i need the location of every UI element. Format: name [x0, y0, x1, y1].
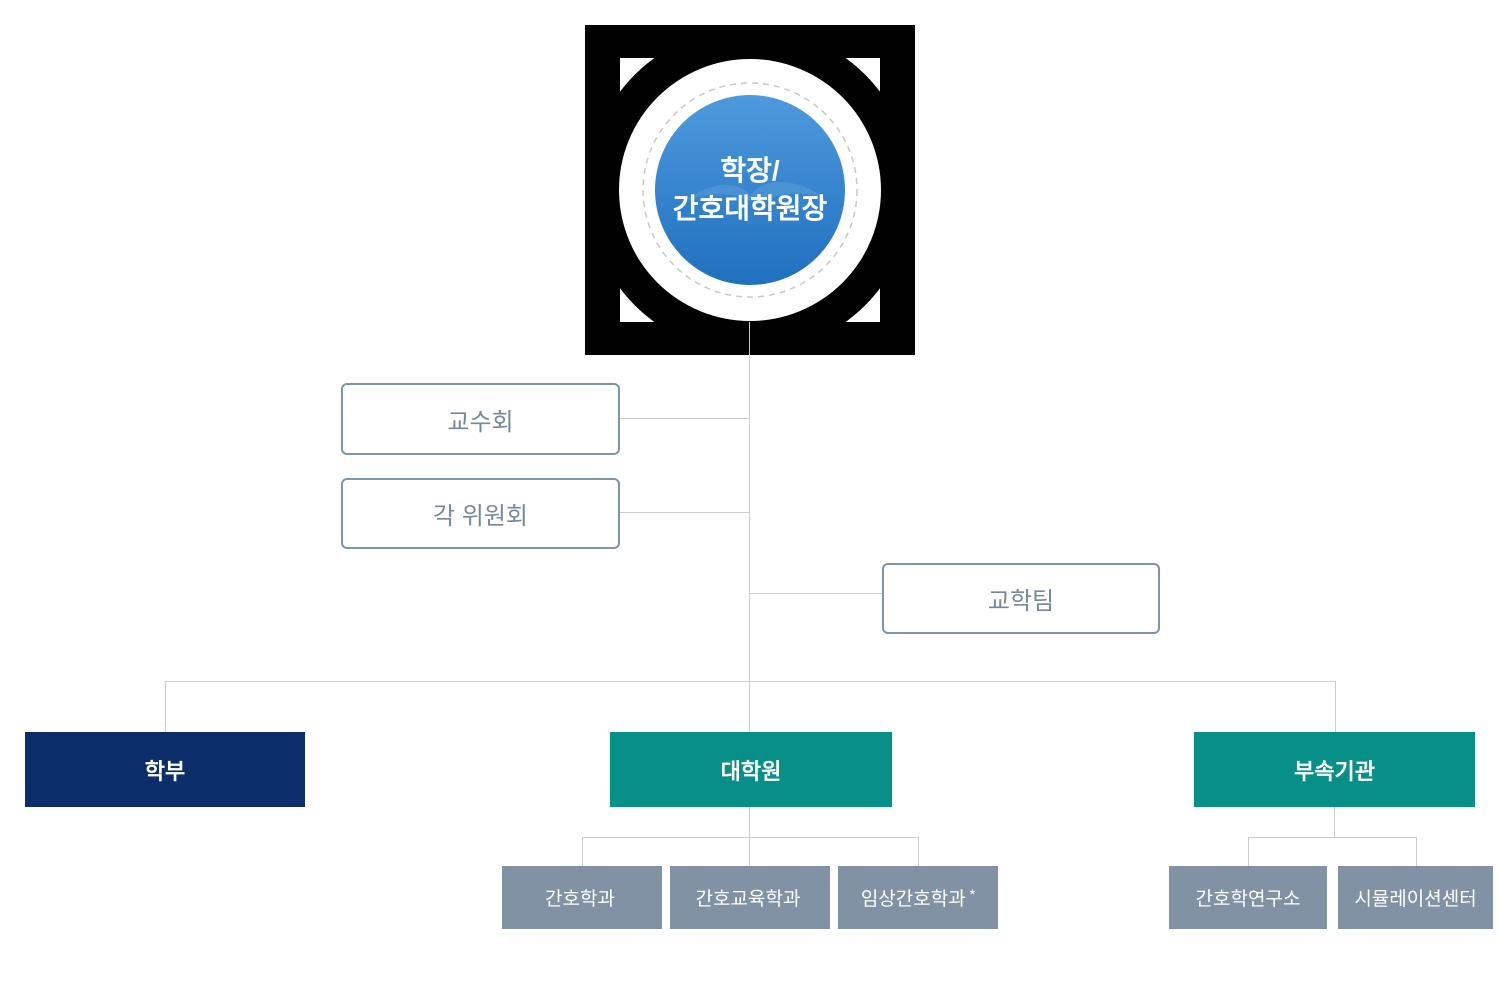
- connector-affiliated-stem: [1334, 807, 1335, 837]
- faculty-council-label: 교수회: [447, 408, 514, 436]
- academic-affairs-team-box: 교학팀: [882, 563, 1160, 634]
- connector-grad-drop-left: [582, 837, 583, 866]
- unit-box-nursing-research-institute: 간호학연구소: [1169, 866, 1327, 929]
- connector-affiliated-drop-left: [1248, 837, 1249, 866]
- connector-grad-drop-right: [918, 837, 919, 866]
- graduate-school-box: 대학원: [610, 732, 892, 807]
- root-label-line2: 간호대학원장: [673, 193, 828, 224]
- committees-box: 각 위원회: [341, 478, 620, 549]
- connector-grad-stem: [749, 807, 750, 866]
- root-label-line1: 학장/: [720, 155, 780, 186]
- connector-academic-team: [749, 593, 882, 594]
- unit-label: 간호학연구소: [1195, 889, 1301, 910]
- faculty-council-box: 교수회: [341, 383, 620, 455]
- dept-box-nursing: 간호학과: [502, 866, 662, 929]
- dept-label: 임상간호학과: [860, 889, 966, 910]
- graduate-school-label: 대학원: [720, 758, 782, 784]
- unit-box-simulation-center: 시뮬레이션센터: [1338, 866, 1493, 929]
- connector-committees: [620, 512, 749, 513]
- connector-main-stem: [749, 322, 750, 732]
- undergraduate-box: 학부: [25, 732, 305, 807]
- connector-drop-undergraduate: [165, 681, 166, 732]
- connector-affiliated-drop-right: [1416, 837, 1417, 866]
- wave-watermark-icon: [680, 182, 823, 205]
- dept-label: 간호학과: [545, 889, 615, 910]
- unit-label: 시뮬레이션센터: [1354, 889, 1477, 910]
- connector-affiliated-horizontal: [1248, 837, 1416, 838]
- dept-box-clinical-nursing: 임상간호학과*: [838, 866, 998, 929]
- connector-grad-horizontal: [582, 837, 918, 838]
- dean-emblem: 학장/ 간호대학원장: [585, 25, 915, 355]
- committees-label: 각 위원회: [433, 503, 528, 530]
- connector-drop-affiliated: [1335, 681, 1336, 732]
- emblem-dashed-ring: [642, 82, 858, 298]
- dept-box-nursing-education: 간호교육학과: [670, 866, 830, 929]
- affiliated-org-label: 부속기관: [1294, 758, 1375, 784]
- affiliated-org-box: 부속기관: [1194, 732, 1475, 807]
- connector-divisions-horizontal: [165, 681, 1335, 682]
- dept-label: 간호교육학과: [695, 889, 801, 910]
- academic-affairs-team-label: 교학팀: [987, 588, 1055, 615]
- connector-faculty-council: [620, 418, 749, 419]
- dean-circle: [655, 95, 845, 285]
- undergraduate-label: 학부: [144, 758, 186, 784]
